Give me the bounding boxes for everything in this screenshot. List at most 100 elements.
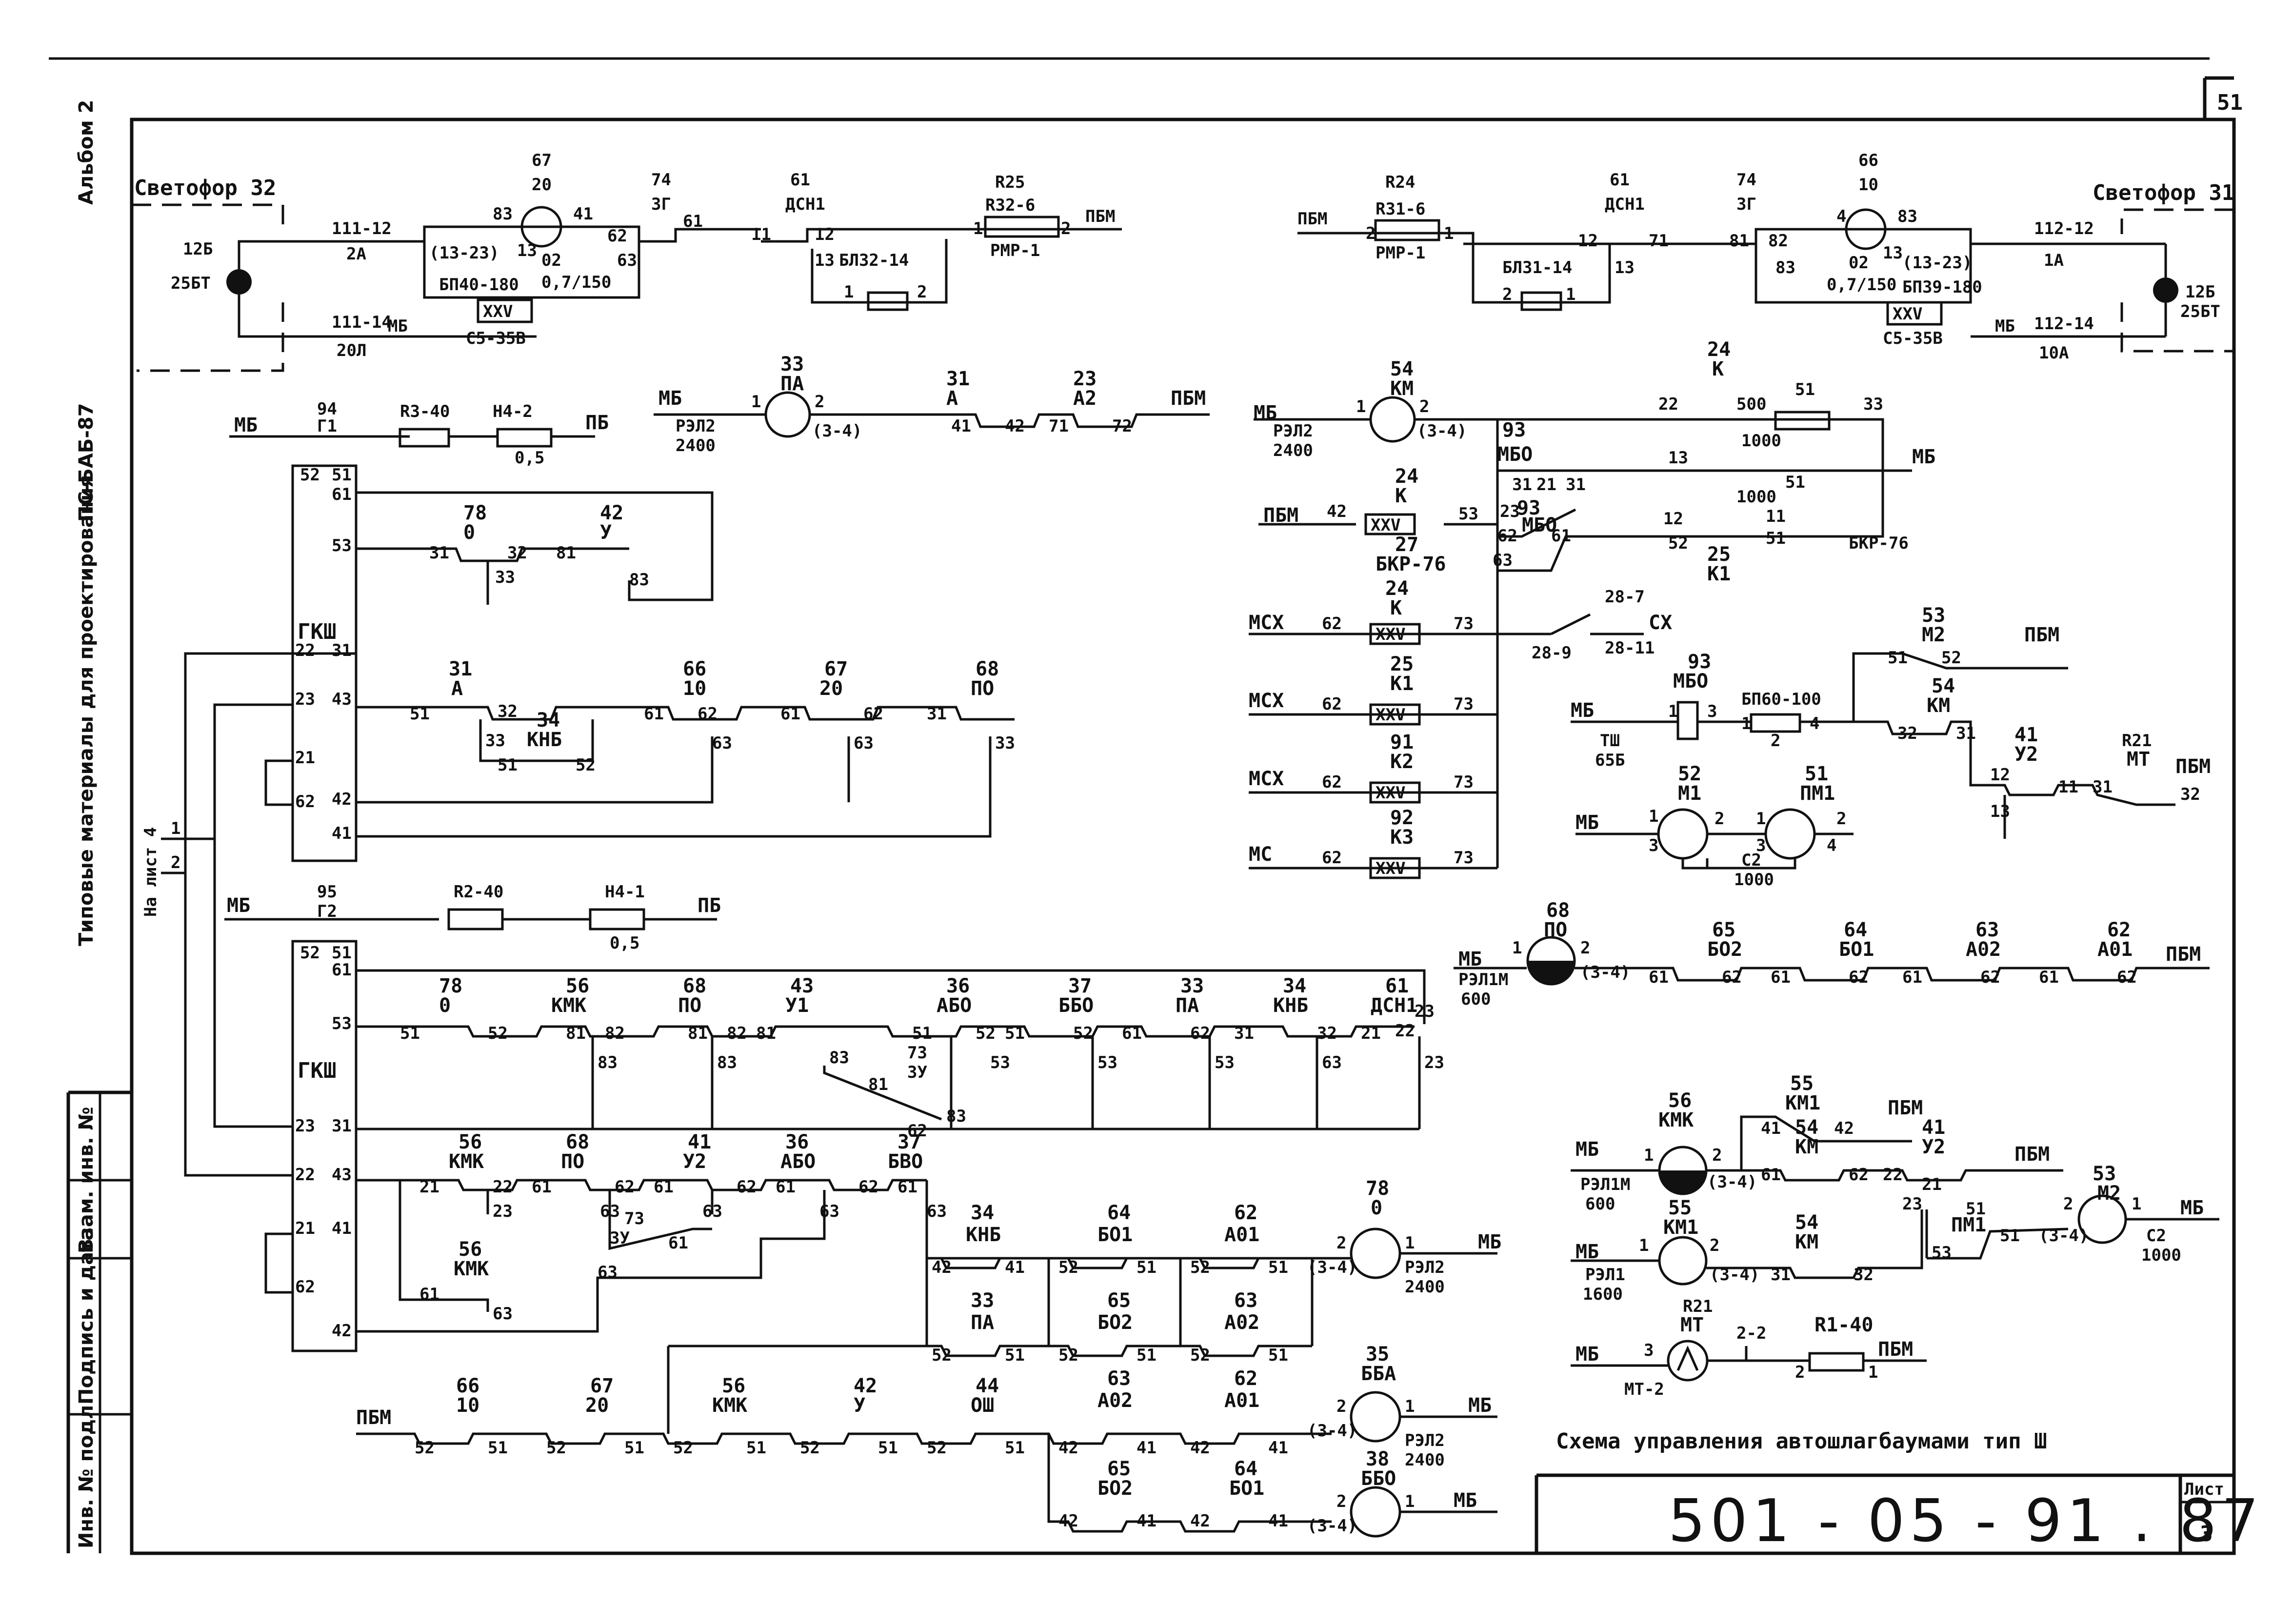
svg-text:Н4-1: Н4-1 [605, 882, 645, 902]
svg-text:63: 63 [1975, 919, 1999, 941]
svg-text:41: 41 [1268, 1438, 1288, 1458]
svg-text:4: 4 [1827, 836, 1836, 855]
svg-text:61: 61 [1385, 975, 1409, 997]
svg-text:74: 74 [1736, 170, 1756, 190]
svg-text:21: 21 [419, 1177, 439, 1197]
svg-text:0: 0 [463, 521, 475, 544]
relay-o-coil-icon [1350, 1228, 1401, 1279]
svg-text:68: 68 [566, 1131, 589, 1153]
svg-text:МБ: МБ [1458, 948, 1482, 970]
svg-text:ПБ: ПБ [698, 894, 721, 917]
svg-text:R21: R21 [1683, 1297, 1713, 1316]
relay-pa-coil-icon [764, 391, 811, 438]
svg-text:53: 53 [332, 536, 352, 555]
svg-text:У2: У2 [1922, 1136, 1945, 1158]
svg-text:1: 1 [1444, 224, 1454, 243]
svg-text:3У: 3У [907, 1063, 927, 1082]
svg-text:13: 13 [517, 241, 537, 260]
svg-text:24: 24 [1707, 338, 1731, 361]
svg-text:53: 53 [990, 1053, 1010, 1072]
svg-text:23: 23 [295, 1116, 315, 1136]
svg-text:52: 52 [800, 1438, 820, 1458]
svg-text:С5-35В: С5-35В [1883, 329, 1943, 348]
svg-text:20: 20 [532, 175, 552, 195]
svg-text:МТ-2: МТ-2 [1624, 1380, 1664, 1399]
svg-text:РЭЛ1М: РЭЛ1М [1458, 970, 1508, 990]
svg-text:К1: К1 [1707, 563, 1731, 585]
svg-text:51: 51 [1766, 529, 1786, 548]
svg-text:22: 22 [1658, 395, 1678, 414]
svg-text:35: 35 [1366, 1343, 1389, 1366]
svg-text:2: 2 [1336, 1397, 1346, 1416]
svg-text:1А: 1А [2044, 251, 2064, 270]
svg-text:КНБ: КНБ [966, 1224, 1001, 1246]
svg-text:(3-4): (3-4) [1580, 963, 1630, 982]
svg-text:51: 51 [2000, 1226, 2020, 1246]
svg-text:БКР-76: БКР-76 [1849, 534, 1909, 553]
svg-text:52: 52 [576, 755, 596, 775]
svg-text:МБ: МБ [234, 414, 258, 436]
svg-text:А: А [451, 677, 463, 700]
svg-text:81: 81 [556, 543, 576, 563]
na-list-pin-1: 1 [171, 819, 180, 838]
svg-text:ПА: ПА [1176, 994, 1199, 1017]
svg-text:02: 02 [1849, 253, 1869, 273]
svg-text:3: 3 [1756, 836, 1766, 855]
svg-text:23: 23 [1902, 1194, 1922, 1214]
svg-text:12Б: 12Б [2185, 282, 2215, 302]
svg-text:78: 78 [463, 502, 487, 524]
svg-text:МБ: МБ [1575, 1343, 1599, 1366]
svg-text:62: 62 [1190, 1024, 1210, 1043]
svg-text:11: 11 [2058, 777, 2078, 797]
svg-text:КНБ: КНБ [527, 729, 562, 751]
svg-text:56: 56 [1668, 1089, 1692, 1112]
svg-text:42: 42 [1327, 502, 1347, 521]
svg-text:1: 1 [1756, 809, 1766, 829]
svg-text:62: 62 [1322, 848, 1342, 868]
svg-text:62: 62 [1322, 614, 1342, 634]
svg-text:33: 33 [1863, 395, 1883, 414]
svg-text:МБ: МБ [388, 317, 408, 336]
svg-text:54: 54 [1932, 675, 1955, 697]
svg-text:42: 42 [932, 1258, 952, 1277]
svg-text:61: 61 [780, 704, 800, 724]
svg-text:ТШ: ТШ [1600, 731, 1620, 751]
svg-text:62: 62 [295, 792, 315, 812]
svg-text:ББО: ББО [1361, 1467, 1396, 1490]
svg-text:4: 4 [1810, 714, 1819, 733]
svg-text:62: 62 [858, 1177, 878, 1197]
svg-text:БО1: БО1 [1839, 938, 1874, 961]
svg-text:1: 1 [751, 392, 761, 412]
svg-text:61: 61 [1902, 968, 1922, 987]
svg-text:МС: МС [1249, 843, 1272, 866]
svg-text:61: 61 [1610, 170, 1630, 190]
svg-text:41: 41 [1137, 1511, 1156, 1531]
svg-text:51: 51 [1005, 1346, 1025, 1365]
svg-text:31: 31 [1771, 1265, 1791, 1285]
svg-text:ПБМ: ПБМ [1263, 504, 1298, 527]
svg-text:51: 51 [400, 1024, 420, 1043]
svg-text:41: 41 [2014, 724, 2038, 746]
svg-text:112-14: 112-14 [2034, 314, 2094, 334]
svg-text:ПО: ПО [678, 994, 701, 1017]
svg-text:Светофор 31: Светофор 31 [2093, 180, 2234, 205]
svg-text:XXV: XXV [1371, 515, 1400, 535]
svg-text:БЛ32-14: БЛ32-14 [839, 251, 909, 270]
svg-text:73: 73 [1454, 614, 1474, 634]
svg-text:КНБ: КНБ [1273, 994, 1308, 1017]
svg-text:51: 51 [878, 1438, 898, 1458]
svg-text:ПМ1: ПМ1 [1951, 1214, 1986, 1236]
svg-text:R3-40: R3-40 [400, 402, 450, 421]
svg-text:38: 38 [1366, 1448, 1389, 1470]
svg-text:0,5: 0,5 [610, 933, 639, 953]
relay-bbo-coil-icon [1350, 1486, 1401, 1538]
svg-text:33: 33 [1180, 975, 1204, 997]
svg-text:21: 21 [1361, 1024, 1381, 1043]
svg-text:62: 62 [1722, 968, 1742, 987]
svg-text:АБО: АБО [937, 994, 972, 1017]
svg-text:ПБМ: ПБМ [2014, 1143, 2050, 1166]
svg-text:52: 52 [415, 1438, 435, 1458]
svg-text:МБ: МБ [1995, 317, 2015, 336]
svg-text:БП60-100: БП60-100 [1741, 690, 1821, 709]
svg-text:78: 78 [1366, 1177, 1389, 1200]
